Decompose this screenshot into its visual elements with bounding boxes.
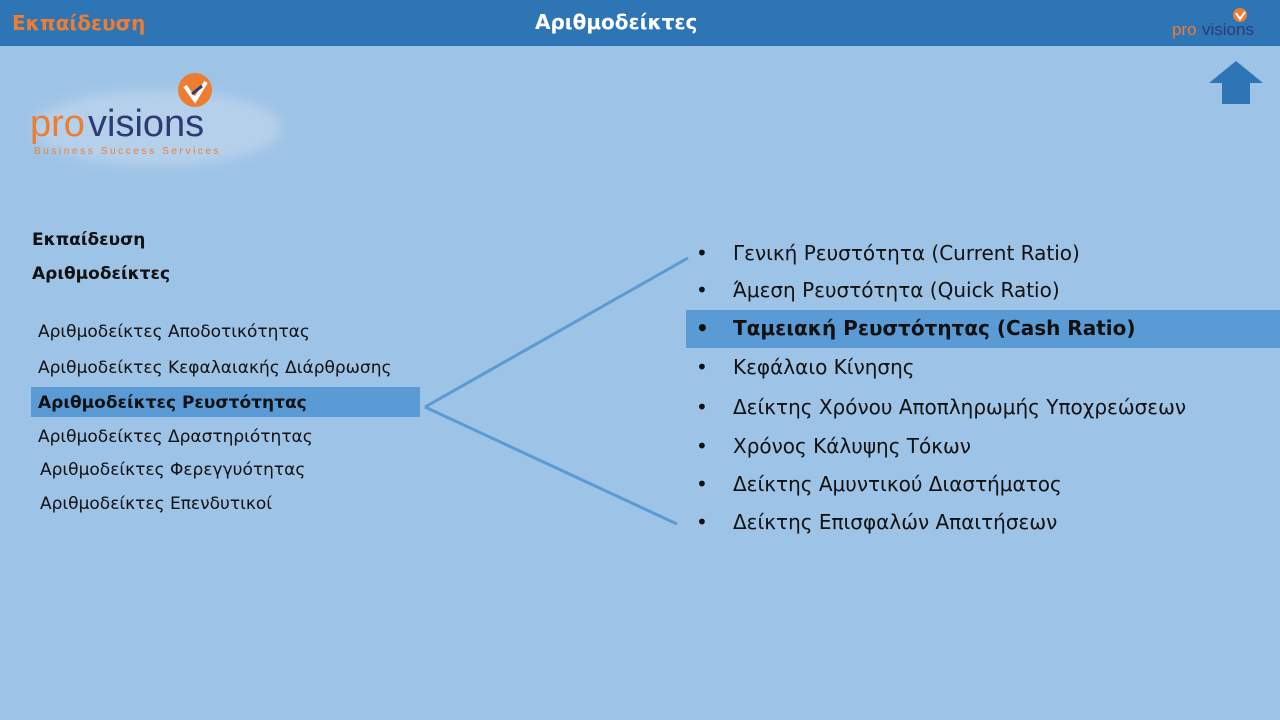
brand-logo-visions: visions xyxy=(88,103,204,145)
category-item-investment[interactable]: Αριθμοδείκτες Επενδυτικοί xyxy=(40,494,273,514)
header-logo: pro visions xyxy=(1172,8,1254,39)
header-logo-visions: visions xyxy=(1202,20,1254,39)
bullet: • xyxy=(696,395,708,419)
ratio-label: Ταμειακή Ρευστότητας (Cash Ratio) xyxy=(733,316,1136,340)
category-item-activity[interactable]: Αριθμοδείκτες Δραστηριότητας xyxy=(38,427,313,447)
bullet: • xyxy=(696,472,708,496)
ratio-item-interest-coverage[interactable]: • Χρόνος Κάλυψης Τόκων xyxy=(696,434,971,458)
ratio-label: Δείκτης Επισφαλών Απαιτήσεων xyxy=(733,510,1058,534)
selected-category-highlight xyxy=(31,387,420,417)
header-section-label: Εκπαίδευση xyxy=(12,11,146,35)
ratio-label: Κεφάλαιο Κίνησης xyxy=(733,355,915,379)
ratio-label: Γενική Ρευστότητα (Current Ratio) xyxy=(733,241,1080,265)
ratio-item-defensive-interval[interactable]: • Δείκτης Αμυντικού Διαστήματος xyxy=(696,472,1062,496)
up-arrow-icon[interactable] xyxy=(1208,60,1264,106)
ratio-item-payables-period[interactable]: • Δείκτης Χρόνου Αποπληρωμής Υποχρεώσεων xyxy=(696,395,1186,419)
bullet: • xyxy=(696,355,708,379)
ratio-label: Χρόνος Κάλυψης Τόκων xyxy=(733,434,971,458)
header-logo-pro: pro xyxy=(1172,20,1197,39)
ratio-item-bad-debts[interactable]: • Δείκτης Επισφαλών Απαιτήσεων xyxy=(696,510,1057,534)
bullet: • xyxy=(696,241,708,265)
brand-logo-pro: pro xyxy=(30,103,85,145)
bullet: • xyxy=(696,278,708,302)
page-title: Αριθμοδείκτες xyxy=(535,10,698,34)
category-item-liquidity[interactable]: Αριθμοδείκτες Ρευστότητας xyxy=(38,393,307,413)
category-item-profitability[interactable]: Αριθμοδείκτες Αποδοτικότητας xyxy=(38,322,310,342)
header-bar: Εκπαίδευση Αριθμοδείκτες pro visions xyxy=(0,0,1280,46)
ratio-item-cash[interactable]: • Ταμειακή Ρευστότητας (Cash Ratio) xyxy=(696,316,1136,340)
brand-logo: pro visions Business Success Services xyxy=(30,73,282,166)
category-item-capital-structure[interactable]: Αριθμοδείκτες Κεφαλαιακής Διάρθρωσης xyxy=(38,358,392,378)
bullet: • xyxy=(696,510,708,534)
bullet: • xyxy=(696,316,709,340)
ratio-label: Δείκτης Αμυντικού Διαστήματος xyxy=(733,472,1062,496)
ratio-item-current[interactable]: • Γενική Ρευστότητα (Current Ratio) xyxy=(696,241,1080,265)
ratio-item-quick[interactable]: • Άμεση Ρευστότητα (Quick Ratio) xyxy=(696,278,1060,302)
breadcrumb-level2: Αριθμοδείκτες xyxy=(32,264,171,284)
selected-ratio-highlight xyxy=(686,310,1280,348)
category-item-solvency[interactable]: Αριθμοδείκτες Φερεγγυότητας xyxy=(40,460,306,480)
ratio-label: Δείκτης Χρόνου Αποπληρωμής Υποχρεώσεων xyxy=(733,395,1186,419)
ratio-label: Άμεση Ρευστότητα (Quick Ratio) xyxy=(733,278,1060,302)
breadcrumb-level1: Εκπαίδευση xyxy=(32,230,146,250)
bullet: • xyxy=(696,434,708,458)
ratio-item-working-capital[interactable]: • Κεφάλαιο Κίνησης xyxy=(696,355,915,379)
brand-tagline: Business Success Services xyxy=(34,146,221,157)
